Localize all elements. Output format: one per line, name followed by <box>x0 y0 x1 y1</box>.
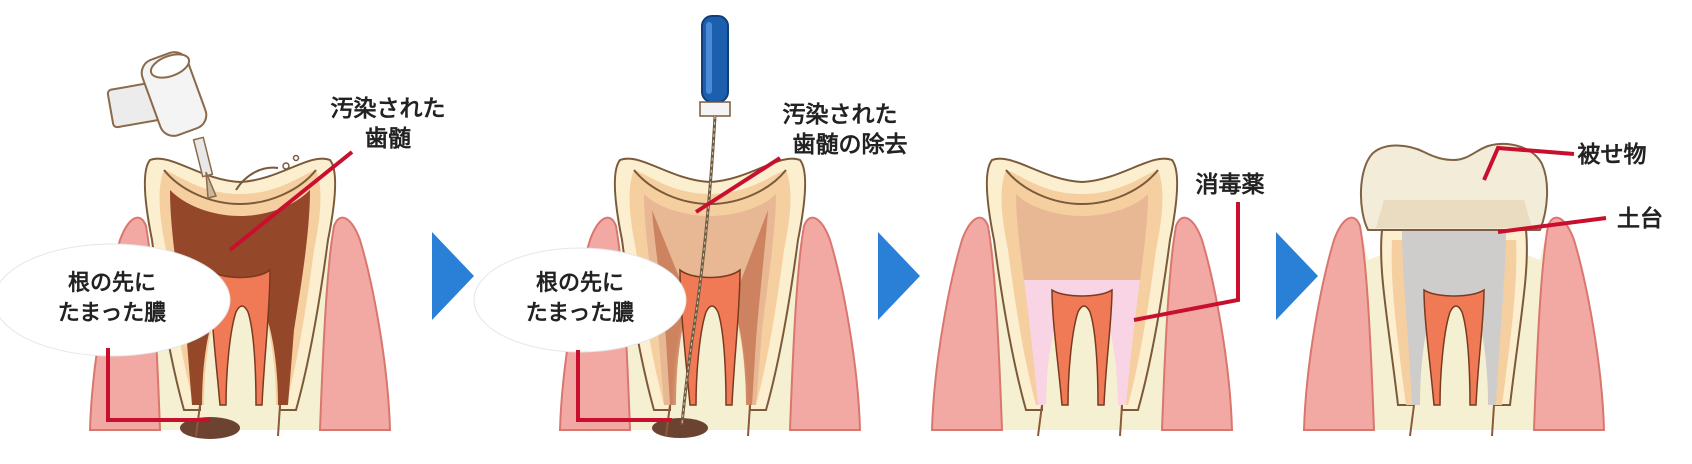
label-1-line-2: 歯髄 <box>365 125 411 152</box>
tooth-restored <box>1360 143 1549 406</box>
leader-line-medicine <box>1133 202 1240 322</box>
leader-line-crown <box>1482 145 1575 181</box>
leader-line-pulp-1 <box>228 150 354 252</box>
leader-line-core <box>1497 216 1607 234</box>
bubble-1-line-2: たまった膿 <box>58 301 167 326</box>
leader-line-pulp-2 <box>694 156 782 214</box>
label-4-core: 土台 <box>1617 205 1663 232</box>
tooth-disinfected <box>985 157 1179 411</box>
step-arrow-2-icon <box>878 232 920 320</box>
leader-line-abscess-2 <box>576 350 672 422</box>
step-arrow-3-icon <box>1276 232 1318 320</box>
label-3-line-1: 消毒薬 <box>1196 172 1265 198</box>
label-4-crown: 被せ物 <box>1578 141 1647 168</box>
panel-step-1 <box>89 157 391 439</box>
label-2-line-1: 汚染された <box>783 101 898 128</box>
bubble-1-line-1: 根の先に <box>68 271 156 296</box>
abscess-bubble-2: 根の先に たまった膿 <box>473 247 687 353</box>
bubble-2-line-1: 根の先に <box>536 271 624 296</box>
drill-bur-icon <box>192 136 218 199</box>
debris-arc <box>235 166 279 191</box>
label-1-line-1: 汚染された <box>331 95 446 122</box>
bubble-2-line-2: たまった膿 <box>526 301 635 326</box>
panel-step-4 <box>1303 143 1605 437</box>
step-arrow-1-icon <box>432 232 474 320</box>
core-post <box>1402 230 1506 405</box>
abscess-bubble-1: 根の先に たまった膿 <box>0 243 231 357</box>
handpiece-icon <box>106 51 208 137</box>
root-canal-file-icon <box>680 15 731 426</box>
leader-line-abscess-1 <box>106 348 210 422</box>
abscess-mark <box>180 417 240 439</box>
panel-step-3 <box>931 157 1233 437</box>
label-2-line-2: 歯髄の除去 <box>793 131 908 158</box>
